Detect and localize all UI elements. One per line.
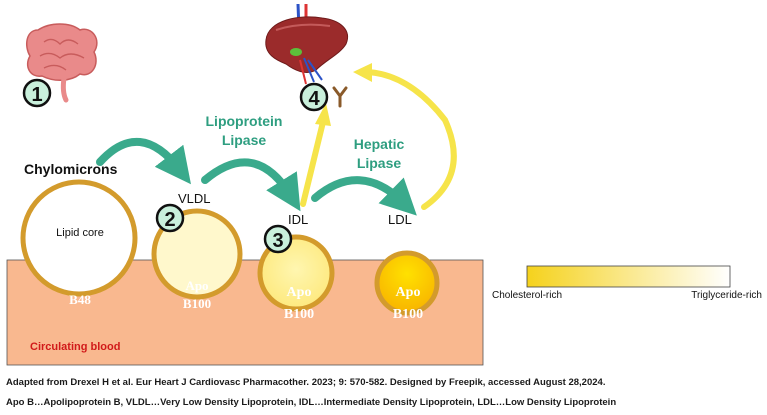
- caption-source: Adapted from Drexel H et al. Eur Heart J…: [6, 377, 606, 388]
- diagram-canvas: Apo B48 Apo B100 Apo B100 Apo B100 Chylo…: [6, 3, 762, 366]
- vldl-label: VLDL: [178, 191, 211, 206]
- arrow-idl-to-ldl: [311, 176, 417, 216]
- apo-vldl-label-top: Apo: [185, 278, 208, 293]
- apo-ldl-label-bottom: B100: [393, 307, 423, 322]
- step-marker-3: 3: [263, 224, 293, 254]
- step-number-4: 4: [308, 88, 320, 110]
- ldl-label: LDL: [388, 212, 412, 227]
- step-marker-2: 2: [155, 203, 185, 233]
- vldl-particle: [151, 208, 243, 300]
- step-number-2: 2: [164, 209, 175, 231]
- arrow-idl-to-liver: [300, 103, 331, 207]
- idl-label: IDL: [288, 212, 308, 227]
- legend-gradient-bar: [526, 265, 731, 288]
- lipoprotein-lipase-label-line1: Lipoprotein: [206, 113, 283, 129]
- step-marker-4: 4: [299, 82, 329, 112]
- apo-vldl-label-bottom: B100: [183, 296, 211, 311]
- intestine-icon: [25, 23, 98, 103]
- chylomicrons-label: Chylomicrons: [24, 161, 118, 177]
- step-number-3: 3: [272, 230, 283, 252]
- arrow-vldl-to-idl: [201, 158, 301, 212]
- lipoprotein-lipase-label-line2: Lipase: [222, 132, 267, 148]
- lipid-core-label: Lipid core: [56, 227, 104, 239]
- idl-particle: [257, 234, 335, 312]
- apo-idl-label-top: Apo: [287, 285, 312, 300]
- hepatic-lipase-label-line2: Lipase: [357, 155, 402, 171]
- ldl-receptor-icon: [332, 86, 348, 108]
- apo-b48-label-bottom: B48: [69, 292, 91, 307]
- circulating-blood-label: Circulating blood: [30, 341, 120, 353]
- apo-b48-label-top: Apo: [68, 274, 91, 289]
- legend-cholesterol-rich: Cholesterol-rich: [492, 290, 562, 301]
- step-number-1: 1: [31, 84, 42, 106]
- caption-abbreviations: Apo B…Apolipoprotein B, VLDL…Very Low De…: [6, 397, 617, 408]
- step-marker-1: 1: [22, 78, 52, 108]
- hepatic-lipase-label-line1: Hepatic: [354, 136, 405, 152]
- ldl-particle: [374, 250, 440, 316]
- apo-idl-label-bottom: B100: [284, 307, 314, 322]
- liver-icon: [265, 3, 348, 85]
- legend-triglyceride-rich: Triglyceride-rich: [691, 290, 762, 301]
- chylomicron-particle: [20, 179, 138, 297]
- apo-ldl-label-top: Apo: [396, 285, 421, 300]
- arrow-ldl-to-liver: [353, 63, 457, 210]
- arrow-chylomicron-to-vldl: [96, 137, 191, 185]
